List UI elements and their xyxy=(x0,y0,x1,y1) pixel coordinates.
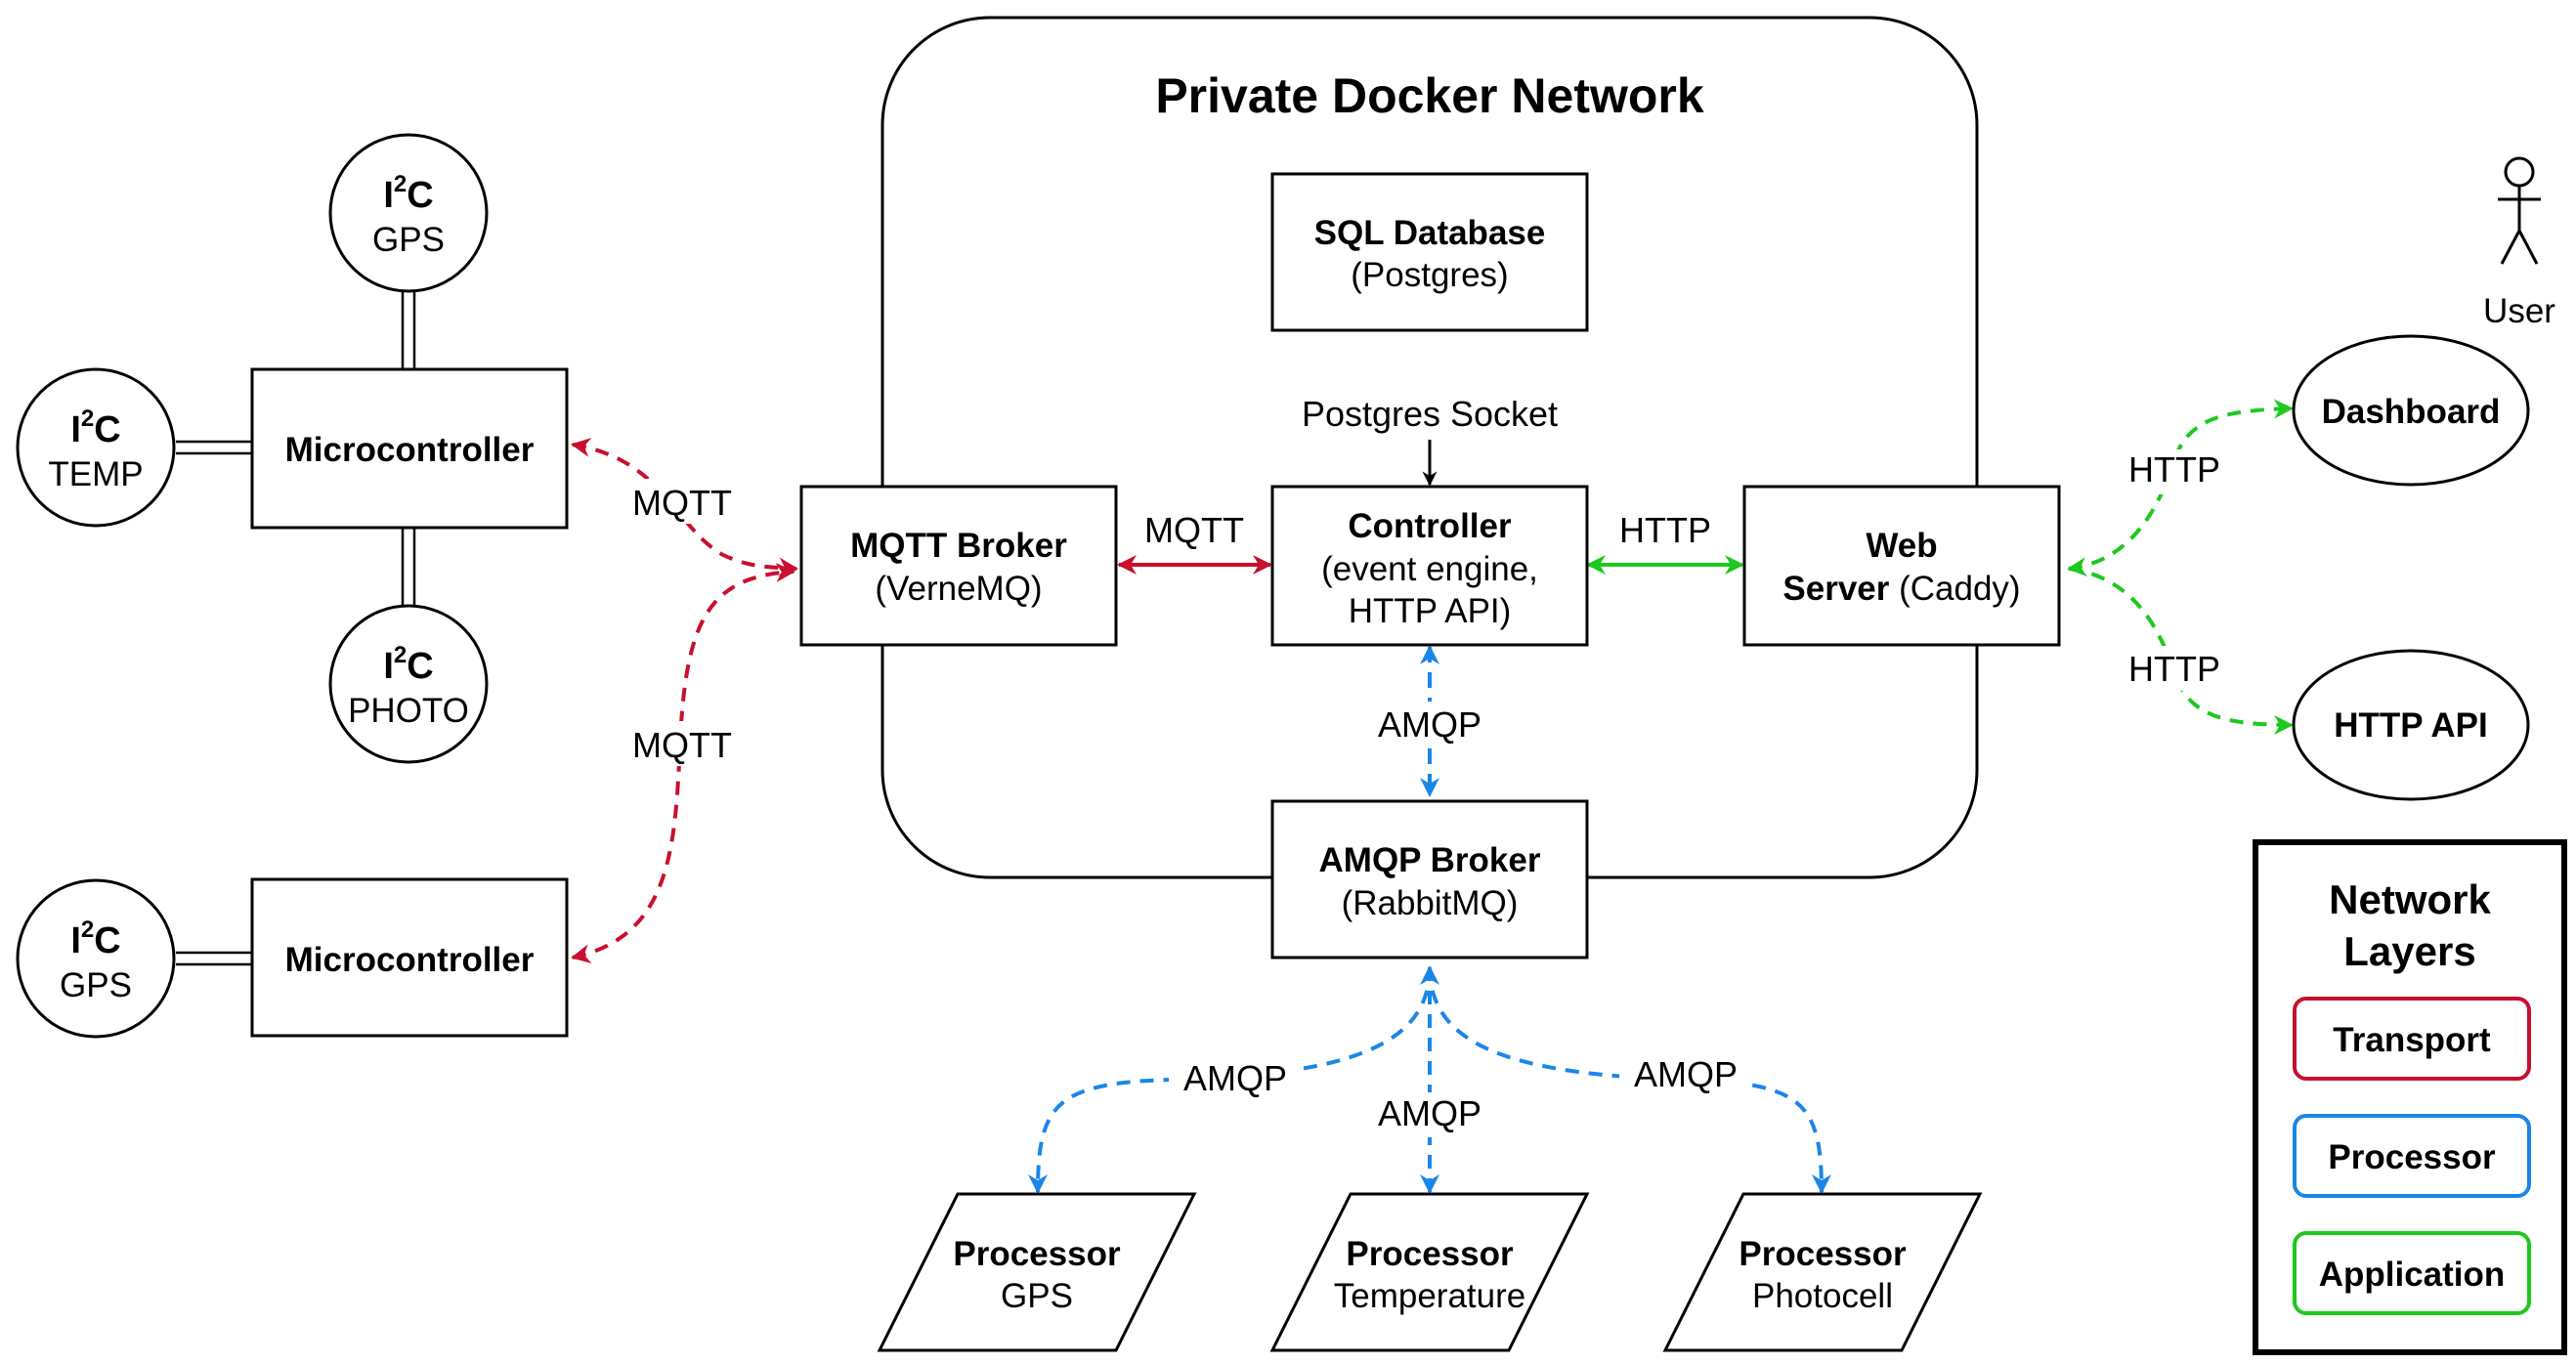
amqp-broker-title: AMQP Broker xyxy=(1319,841,1541,879)
sensor-prefix: I xyxy=(70,409,81,450)
web-server-subtitle: (Caddy) xyxy=(1899,570,2020,608)
web-server-title-line1: Web xyxy=(1866,527,1937,565)
svg-text:I2C: I2C xyxy=(383,171,433,216)
amqp-temp-label: AMQP xyxy=(1378,1093,1481,1133)
network-title: Private Docker Network xyxy=(1155,68,1704,123)
mqtt-broker-subtitle: (VerneMQ) xyxy=(875,570,1042,608)
http-api-node: HTTP API xyxy=(2292,649,2530,801)
sensor-photo: I2C PHOTO xyxy=(328,604,489,764)
sensor-suffix: C xyxy=(94,920,120,961)
svg-text:I2C: I2C xyxy=(70,916,120,961)
sql-db-subtitle: (Postgres) xyxy=(1351,256,1508,294)
sql-db-title: SQL Database xyxy=(1314,214,1546,252)
legend-title-line2: Layers xyxy=(2343,928,2475,974)
mcu-top-label: Microcontroller xyxy=(285,431,535,469)
controller-node: Controller (event engine, HTTP API) xyxy=(1270,485,1589,647)
sensor-gps-bottom: I2C GPS xyxy=(16,878,176,1039)
mcu-bottom-label: Microcontroller xyxy=(285,941,535,979)
http-web-label: HTTP xyxy=(1619,510,1711,550)
http-api-label-node: HTTP API xyxy=(2334,706,2488,745)
sensor-sup: 2 xyxy=(81,405,94,432)
sensor-prefix: I xyxy=(70,920,81,961)
controller-line2: (event engine, xyxy=(1321,550,1538,588)
web-server-title-line2: Server xyxy=(1782,570,1889,608)
http-api-label: HTTP xyxy=(2128,649,2220,689)
controller-line3: HTTP API) xyxy=(1349,592,1512,630)
microcontroller-bottom-node: Microcontroller xyxy=(250,877,569,1038)
web-server-line2: Server (Caddy) xyxy=(1782,570,2020,608)
sensor-sup: 2 xyxy=(394,642,407,668)
amqp-broker-node: AMQP Broker (RabbitMQ) xyxy=(1270,799,1589,959)
legend-transport-label: Transport xyxy=(2333,1021,2491,1059)
proc-temp-title: Processor xyxy=(1346,1235,1514,1273)
proc-gps-subtitle: GPS xyxy=(1001,1277,1073,1315)
sensor-prefix: I xyxy=(383,646,394,687)
web-server-node: Web Server (Caddy) xyxy=(1742,485,2061,647)
proc-temp-subtitle: Temperature xyxy=(1334,1277,1525,1315)
legend-application-label: Application xyxy=(2319,1256,2506,1294)
mqtt-controller-label: MQTT xyxy=(1144,510,1244,550)
mqtt-mcu-top-label: MQTT xyxy=(632,483,732,523)
legend-item-processor xyxy=(2293,1114,2531,1198)
svg-text:I2C: I2C xyxy=(383,642,433,687)
sensor-temp: I2C TEMP xyxy=(16,367,176,528)
http-dashboard-label: HTTP xyxy=(2128,449,2220,490)
sensor-gps-top: I2C GPS xyxy=(328,133,489,293)
microcontroller-top-node: Microcontroller xyxy=(250,367,569,530)
legend-processor-label: Processor xyxy=(2328,1138,2496,1176)
sensor-sup: 2 xyxy=(81,916,94,943)
controller-title: Controller xyxy=(1348,507,1512,545)
legend-item-transport xyxy=(2293,997,2531,1081)
sensor-label: GPS xyxy=(372,221,445,259)
mqtt-mcu-bottom-label: MQTT xyxy=(632,725,732,765)
sensor-label: TEMP xyxy=(48,455,143,493)
processor-gps-node: Processor GPS xyxy=(877,1192,1197,1352)
proc-photo-title: Processor xyxy=(1739,1235,1907,1273)
legend-item-application xyxy=(2293,1231,2531,1315)
user-label: User xyxy=(2483,292,2555,330)
svg-text:I2C: I2C xyxy=(70,405,120,450)
proc-gps-title: Processor xyxy=(953,1235,1121,1273)
legend: Network Layers Transport Processor Appli… xyxy=(2253,839,2567,1355)
legend-title-line1: Network xyxy=(2329,876,2491,922)
sensor-label: GPS xyxy=(60,966,132,1004)
http-dashboard-edge xyxy=(2067,399,2294,576)
sensor-sup: 2 xyxy=(394,171,407,197)
sensor-wires xyxy=(176,289,416,966)
user-icon xyxy=(2498,156,2541,265)
amqp-photo-label: AMQP xyxy=(1634,1054,1738,1094)
processor-photocell-node: Processor Photocell xyxy=(1662,1192,1983,1352)
mqtt-broker-title: MQTT Broker xyxy=(850,527,1067,565)
amqp-gps-label: AMQP xyxy=(1183,1058,1287,1098)
sensor-label: PHOTO xyxy=(348,692,469,730)
sensor-suffix: C xyxy=(407,175,433,216)
amqp-photo-edge xyxy=(1428,966,1831,1194)
http-api-edge xyxy=(2068,567,2294,735)
dashboard-label: Dashboard xyxy=(2322,393,2501,431)
dashboard-node: Dashboard xyxy=(2292,334,2530,487)
mqtt-broker-node: MQTT Broker (VerneMQ) xyxy=(799,485,1118,647)
sql-database-node: SQL Database (Postgres) xyxy=(1270,172,1589,332)
amqp-controller-label: AMQP xyxy=(1378,704,1481,745)
proc-photo-subtitle: Photocell xyxy=(1752,1277,1893,1315)
amqp-gps-edge xyxy=(1028,965,1439,1194)
sensor-suffix: C xyxy=(94,409,120,450)
sensor-suffix: C xyxy=(407,646,433,687)
postgres-socket-label: Postgres Socket xyxy=(1302,394,1558,434)
sensor-prefix: I xyxy=(383,175,394,216)
amqp-broker-subtitle: (RabbitMQ) xyxy=(1342,884,1519,922)
processor-temperature-node: Processor Temperature xyxy=(1269,1192,1590,1352)
